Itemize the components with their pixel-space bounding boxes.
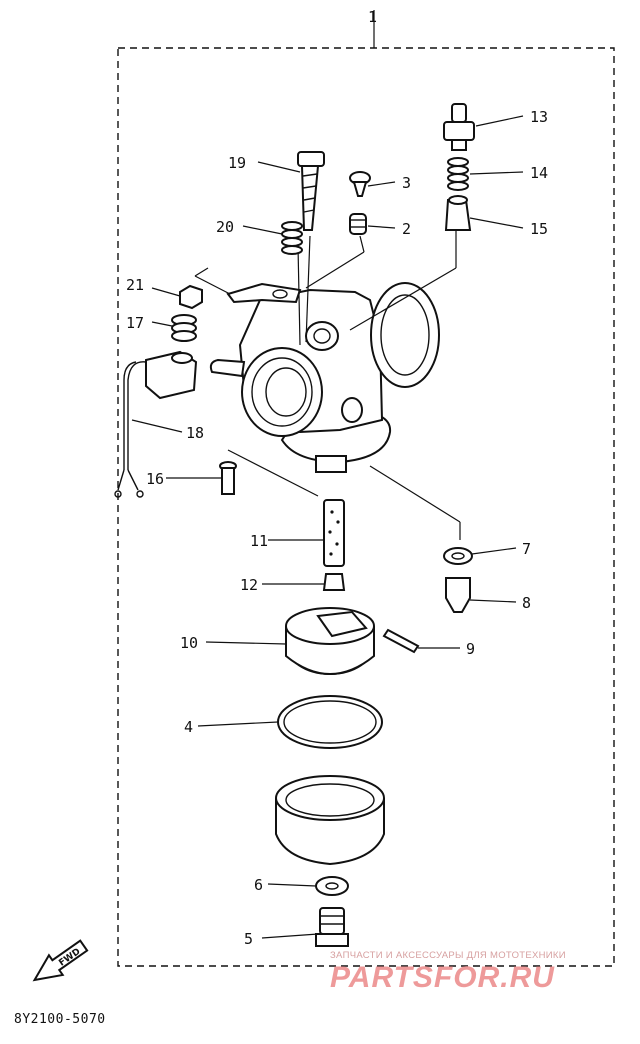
part-11-nozzle	[323, 499, 345, 567]
callout-leaders	[131, 115, 524, 939]
watermark-caption: ЗАПЧАСТИ И АКСЕССУАРЫ ДЛЯ МОТОТЕХНИКИ	[330, 950, 566, 961]
callout-3: 3	[402, 174, 411, 192]
callout-2: 2	[402, 220, 411, 238]
callout-12: 12	[240, 576, 258, 594]
part-9-pin	[382, 628, 420, 654]
callout-14: 14	[530, 164, 548, 182]
part-4-gasket	[277, 695, 383, 749]
callout-13: 13	[530, 108, 548, 126]
part-5-drain-screw	[315, 907, 349, 947]
part-21-nut	[179, 284, 203, 310]
callout-7: 7	[522, 540, 531, 558]
callout-21: 21	[126, 276, 144, 294]
part-16-screw	[219, 449, 319, 497]
carburetor-body	[194, 230, 457, 473]
float-bowl	[275, 775, 385, 866]
callout-6: 6	[254, 876, 263, 894]
figure-code: 8Y2100-5070	[14, 1012, 106, 1027]
part-3-screw	[349, 171, 371, 197]
part-12-jet	[322, 573, 346, 591]
part-7-washer	[443, 547, 473, 565]
callout-11: 11	[250, 532, 268, 550]
callout-5: 5	[244, 930, 253, 948]
part-14-spring	[447, 157, 469, 191]
callout-20: 20	[216, 218, 234, 236]
callout-4: 4	[184, 718, 193, 736]
part-10-float	[285, 607, 375, 675]
callout-15: 15	[530, 220, 548, 238]
callout-10: 10	[180, 634, 198, 652]
callout-19: 19	[228, 154, 246, 172]
callout-numbers: 19 20 3 2 13 14 15 21 17 18 16 11 12 7 8…	[126, 108, 548, 948]
assembly-boundary	[117, 47, 615, 967]
part-19-screw	[297, 151, 325, 231]
watermark-brand: PARTSFOR.RU	[330, 961, 555, 994]
part-15-plunger	[444, 195, 472, 231]
part-8-valve	[369, 465, 471, 613]
callout-18: 18	[186, 424, 204, 442]
part-13-plug	[443, 103, 475, 151]
part-20-spring	[281, 221, 303, 255]
part-6-washer	[315, 876, 349, 896]
forward-direction-arrow: FWD	[32, 939, 89, 982]
part-17-spring	[171, 314, 197, 342]
part-18-starter-wire	[114, 350, 198, 498]
section-number: 1	[368, 8, 377, 26]
callout-9: 9	[466, 640, 475, 658]
callout-16: 16	[146, 470, 164, 488]
callout-17: 17	[126, 314, 144, 332]
callout-8: 8	[522, 594, 531, 612]
part-2-spring	[349, 213, 367, 235]
